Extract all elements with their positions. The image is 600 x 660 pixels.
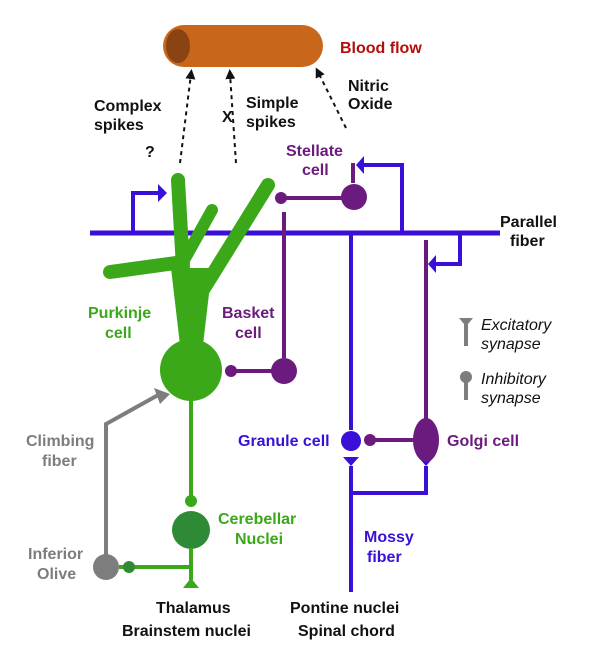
purkinje-dendrite-outer (103, 255, 190, 279)
cerebellar-nuclei-label-2: Nuclei (235, 531, 283, 548)
pf-golgi-synapse (428, 255, 436, 273)
simple-spikes-label-1: Simple (246, 95, 299, 112)
basket-inhibitory-terminal (225, 365, 237, 377)
excitatory-synapse-icon (459, 318, 473, 346)
inhibitory-synapse-icon (460, 371, 472, 383)
inferior-olive-soma (93, 554, 119, 580)
pf-golgi-branch (435, 233, 462, 266)
stellate-cell (275, 163, 367, 210)
labels: Blood flow Nitric Oxide Complex spikes ?… (26, 40, 557, 640)
climbing-fiber (93, 388, 170, 580)
simple-spikes-block-mark: X (222, 109, 233, 126)
complex-spikes-label-2: spikes (94, 117, 144, 134)
oxide-label: Oxide (348, 96, 393, 113)
stellate-inhibitory-terminal (275, 192, 287, 204)
cerebellar-nuclei-soma (172, 511, 210, 549)
blood-flow-label: Blood flow (340, 40, 422, 57)
purkinje-dendrite-mid (177, 204, 218, 268)
parallel-fiber-label-1: Parallel (500, 214, 557, 231)
pf-purkinje-branch (131, 191, 160, 233)
question-mark: ? (145, 144, 155, 161)
golgi-cell-label: Golgi cell (447, 433, 519, 450)
golgi-cell (364, 240, 439, 462)
basket-label-1: Basket (222, 305, 275, 322)
cerebellar-nuclei (136, 511, 210, 588)
parallel-fiber-label-2: fiber (510, 233, 545, 250)
granule-cell-label: Granule cell (238, 433, 330, 450)
spinal-chord-label: Spinal chord (298, 623, 395, 640)
complex-spikes-arrow (179, 69, 196, 164)
olive-inhibitory-terminal (123, 561, 135, 573)
purkinje-label-1: Purkinje (88, 305, 151, 322)
vessel-body (163, 25, 323, 67)
purkinje-label-2: cell (105, 325, 132, 342)
pontine-nuclei-label: Pontine nuclei (290, 600, 399, 617)
nitric-label: Nitric (348, 78, 389, 95)
inhibitory-legend-label-1: Inhibitory (481, 371, 547, 388)
thalamus-label: Thalamus (156, 600, 231, 617)
golgi-inhibitory-terminal (364, 434, 376, 446)
inferior-olive-label-1: Inferior (28, 546, 83, 563)
stellate-soma (341, 184, 367, 210)
inhibitory-synapse-stem (464, 380, 468, 400)
brainstem-nuclei-label: Brainstem nuclei (122, 623, 251, 640)
climbing-fiber-label-2: fiber (42, 453, 77, 470)
granule-soma (341, 431, 361, 451)
excitatory-legend-label-1: Excitatory (481, 317, 552, 334)
vessel-opening (166, 29, 190, 63)
legend (459, 318, 473, 400)
basket-label-2: cell (235, 325, 262, 342)
basket-cell (225, 212, 297, 384)
signal-arrows (179, 67, 347, 164)
mossy-fiber-label-2: fiber (367, 549, 402, 566)
purkinje-soma (160, 339, 222, 401)
simple-spikes-arrow (225, 69, 237, 164)
parallel-fiber (90, 156, 500, 273)
climbing-fiber-label-1: Climbing (26, 433, 94, 450)
pf-stellate-branch (362, 163, 404, 233)
complex-spikes-label-1: Complex (94, 98, 162, 115)
golgi-soma (413, 418, 439, 462)
excitatory-legend-label-2: synapse (481, 336, 541, 353)
pf-stellate-synapse (356, 156, 364, 174)
purkinje-trunk (171, 268, 212, 345)
purkinje-cell (103, 173, 275, 507)
mossy-fiber-branch (351, 466, 428, 495)
stellate-label-1: Stellate (286, 143, 343, 160)
mossy-fiber-label-1: Mossy (364, 529, 414, 546)
stellate-label-2: cell (302, 162, 329, 179)
nitric-oxide-arrow (315, 67, 347, 129)
inferior-olive-label-2: Olive (37, 566, 76, 583)
mossy-granule-synapse (343, 457, 359, 466)
blood-vessel (163, 25, 323, 67)
nuclei-output-synapse (183, 578, 199, 588)
inhibitory-legend-label-2: synapse (481, 390, 541, 407)
climbing-fiber-synapse (154, 388, 170, 404)
purkinje-inhibitory-terminal (185, 495, 197, 507)
basket-soma (271, 358, 297, 384)
simple-spikes-label-2: spikes (246, 114, 296, 131)
cerebellar-nuclei-label-1: Cerebellar (218, 511, 296, 528)
climbing-fiber-line (104, 392, 161, 555)
pf-purkinje-synapse (158, 184, 167, 202)
